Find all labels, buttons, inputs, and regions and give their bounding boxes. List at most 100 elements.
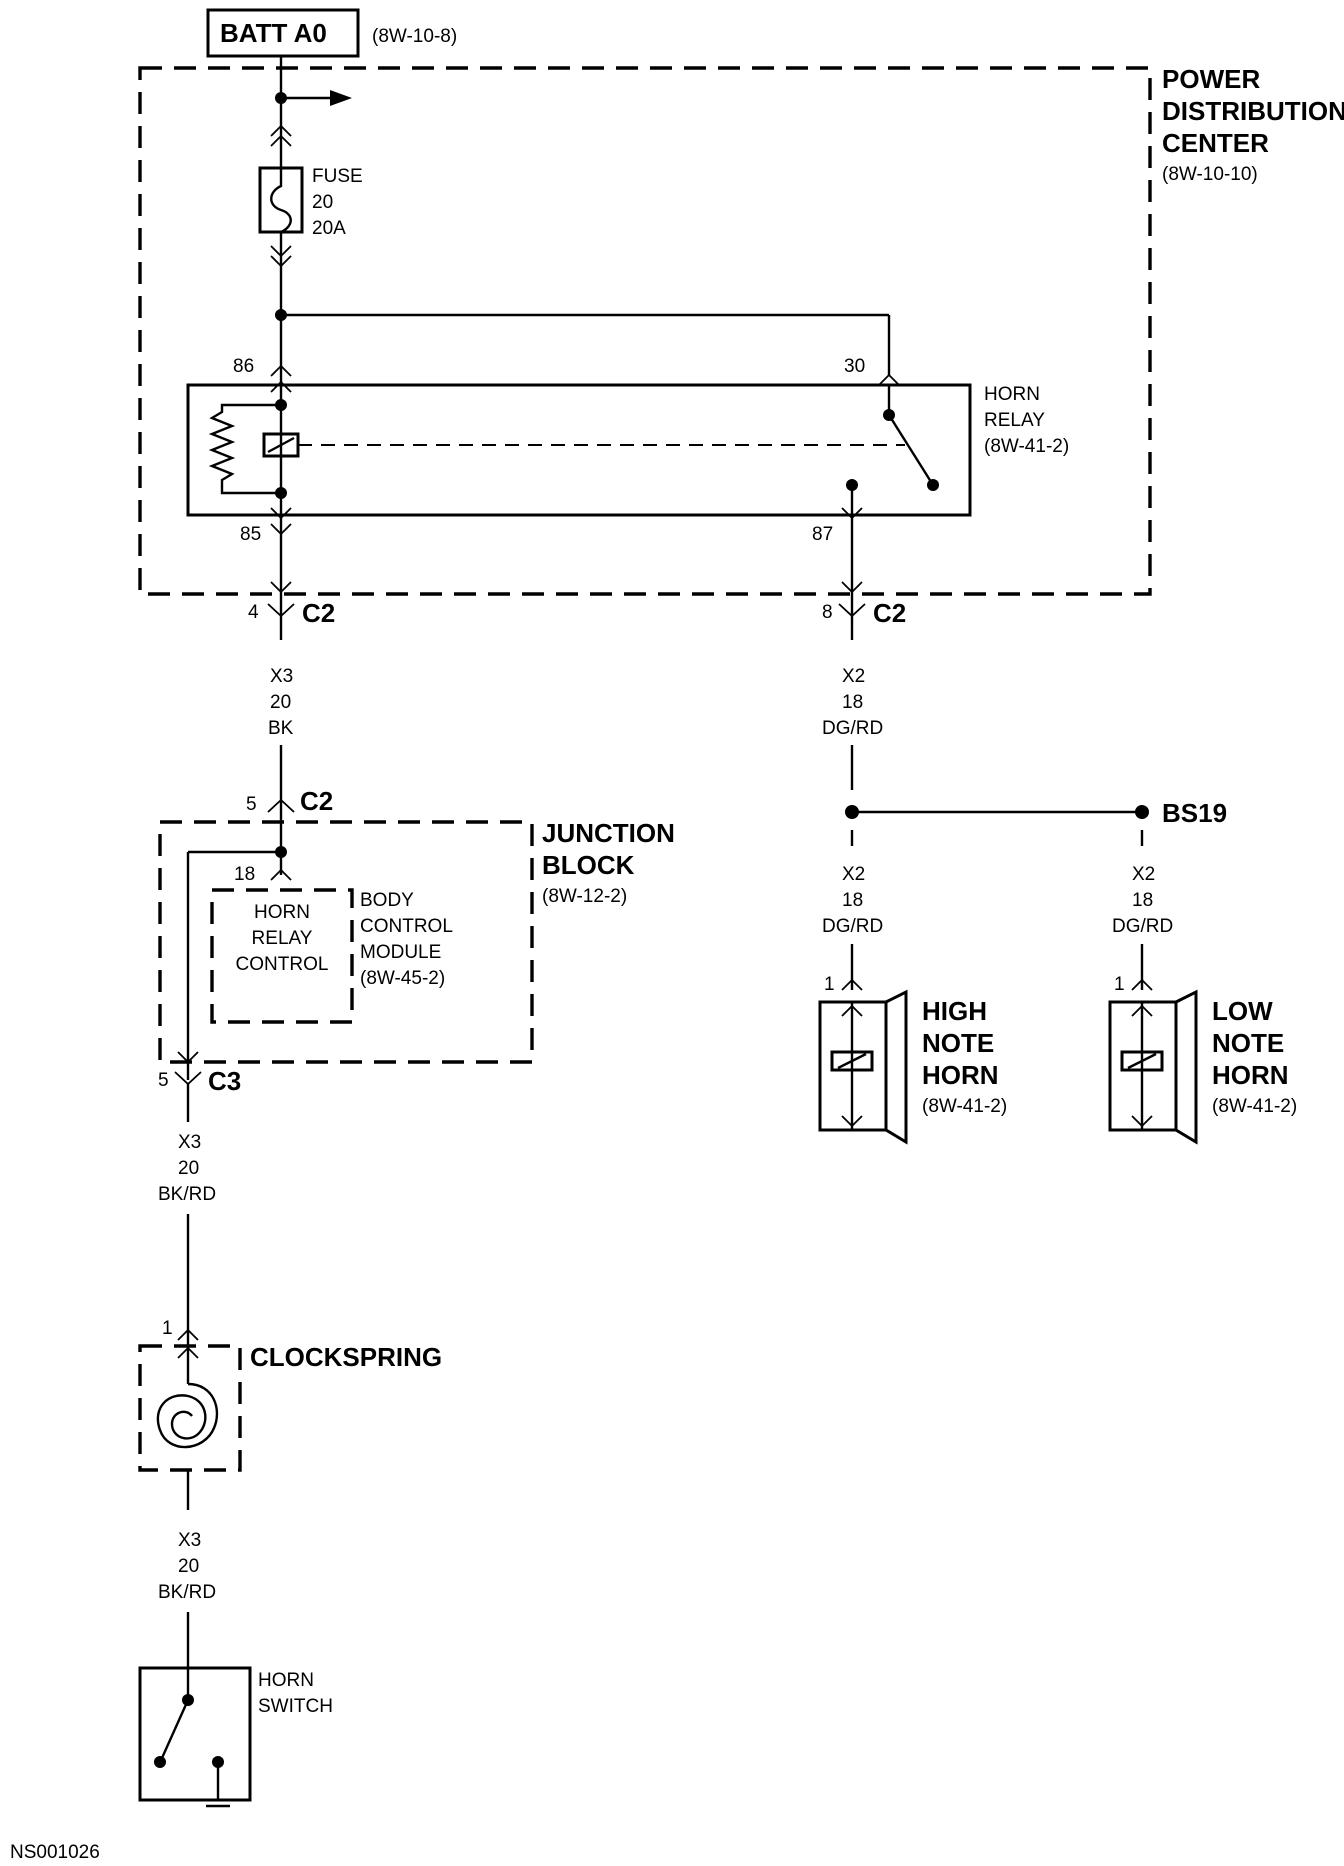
relay-pin-86: 86 (233, 356, 254, 377)
pdc-c2-name-left: C2 (302, 598, 335, 628)
horn-relay-label-2: RELAY (984, 410, 1045, 431)
clockspring-coil-icon (156, 1382, 219, 1449)
low-horn-ref: (8W-41-2) (1212, 1096, 1297, 1117)
horn-switch: HORN SWITCH (138, 1666, 333, 1808)
connector-chevron (841, 978, 863, 991)
wire-x3-bkrd-lower: X3 20 BK/RD (158, 1530, 216, 1668)
connector-chevron (878, 373, 900, 386)
connector-chevron (270, 868, 292, 881)
low-horn-label-2: NOTE (1212, 1028, 1284, 1058)
connector-chevron (270, 124, 292, 147)
wire-gauge: 18 (1132, 890, 1153, 911)
jb-label-1: JUNCTION (542, 818, 675, 848)
figure-id: NS001026 (10, 1842, 100, 1863)
wire-color: DG/RD (822, 916, 883, 937)
bcm-ref: (8W-45-2) (360, 968, 445, 989)
contact-dot (154, 1756, 166, 1768)
high-horn-label-3: HORN (922, 1060, 999, 1090)
bcm-label-2: CONTROL (360, 916, 453, 937)
horn-relay-body (186, 383, 972, 517)
bcm-inner-boundary (210, 888, 354, 1024)
horn-branch: BS19 X2 18 DG/RD X2 18 DG/RD 1 HIGH NOTE… (818, 798, 1297, 1145)
bcm-inner-label-1: HORN (254, 902, 310, 923)
pdc-c2-pin-left: 4 (248, 602, 259, 623)
jb-top-conn: C2 (300, 786, 333, 816)
horn-relay-label-1: HORN (984, 384, 1040, 405)
horn-coil-icon (830, 1050, 874, 1072)
wire-circuit: X3 (178, 1530, 201, 1551)
jb-ref: (8W-12-2) (542, 886, 627, 907)
wire-x3-bk: X3 20 BK (268, 666, 294, 800)
clockspring-boundary (138, 1344, 242, 1472)
jb-label-2: BLOCK (542, 850, 635, 880)
connector-chevron (270, 364, 292, 393)
wire-gauge: 20 (178, 1158, 199, 1179)
relay-pin-85: 85 (240, 524, 261, 545)
horn-relay-ref: (8W-41-2) (984, 436, 1069, 457)
wire-x2-dgrd: X2 18 DG/RD (822, 666, 883, 790)
jb-bottom-pin: 5 (158, 1070, 169, 1091)
contact-dot (927, 479, 939, 491)
high-horn-label-2: NOTE (922, 1028, 994, 1058)
wire-circuit: X3 (178, 1132, 201, 1153)
horn-bell-icon (1174, 989, 1198, 1145)
battery-feed: BATT A0 (8W-10-8) (206, 8, 457, 106)
connector-chevron (841, 581, 863, 594)
splice-bs19-label: BS19 (1162, 798, 1227, 828)
clockspring: 1 CLOCKSPRING (138, 1318, 442, 1510)
jb-inner-pin: 18 (234, 864, 255, 885)
high-horn-pin: 1 (824, 974, 835, 995)
connector-chevron (270, 245, 292, 268)
bcm-inner-label-2: RELAY (252, 928, 313, 949)
wire-circuit: X2 (1132, 864, 1155, 885)
connector-chevron (270, 581, 292, 594)
batt-a0-label: BATT A0 (220, 18, 327, 48)
connector-chevron (1131, 978, 1153, 991)
fuse-20: FUSE 20 20A (258, 166, 363, 239)
low-horn-label-1: LOW (1212, 996, 1273, 1026)
junction-block-boundary (158, 820, 534, 1064)
wire-color: BK (268, 718, 294, 739)
resistor-icon (208, 403, 281, 495)
relay-pin-87: 87 (812, 524, 833, 545)
low-horn-pin: 1 (1114, 974, 1125, 995)
high-note-horn: 1 HIGH NOTE HORN (8W-41-2) (818, 974, 1007, 1145)
continue-arrow-icon (330, 90, 352, 106)
high-horn-ref: (8W-41-2) (922, 1096, 1007, 1117)
pdc-label-line3: CENTER (1162, 128, 1269, 158)
high-horn-label-1: HIGH (922, 996, 987, 1026)
wire-color: DG/RD (822, 718, 883, 739)
batt-a0-ref: (8W-10-8) (372, 26, 457, 47)
wire-gauge: 18 (842, 692, 863, 713)
wire-color: BK/RD (158, 1184, 216, 1205)
connector-chevron (177, 1051, 199, 1064)
horn-switch-body (138, 1666, 252, 1802)
bcm-label-1: BODY (360, 890, 414, 911)
pdc-ref: (8W-10-10) (1162, 164, 1258, 185)
jb-top-pin: 5 (246, 794, 257, 815)
horn-switch-label-1: HORN (258, 1670, 314, 1691)
clockspring-label: CLOCKSPRING (250, 1342, 442, 1372)
horn-bell-icon (884, 989, 908, 1145)
pdc-c2-pin-right: 8 (822, 602, 833, 623)
pdc-label-line2: DISTRIBUTION (1162, 96, 1344, 126)
fuse-number: 20 (312, 192, 333, 213)
fuse-rating: 20A (312, 218, 346, 239)
jb-bottom-conn: C3 (208, 1066, 241, 1096)
pdc-c2-connectors: 4 C2 8 C2 (248, 598, 906, 640)
horn-switch-label-2: SWITCH (258, 1696, 333, 1717)
bcm-inner-label-3: CONTROL (236, 954, 329, 975)
connector-chevron (177, 1328, 199, 1341)
wire-circuit: X3 (270, 666, 293, 687)
pdc-boundary (138, 66, 1152, 596)
wire-gauge: 20 (270, 692, 291, 713)
wire-x3-bkrd-upper: X3 20 BK/RD (158, 1084, 216, 1340)
wire-color: BK/RD (158, 1582, 216, 1603)
bcm-label-3: MODULE (360, 942, 441, 963)
pdc-label-line1: POWER (1162, 64, 1260, 94)
batt-a0-box (206, 8, 360, 58)
horn-relay: 86 30 85 87 HORN RELAY (8W-41-2) (186, 356, 1069, 545)
wire-circuit: X2 (842, 864, 865, 885)
low-horn-label-3: HORN (1212, 1060, 1289, 1090)
